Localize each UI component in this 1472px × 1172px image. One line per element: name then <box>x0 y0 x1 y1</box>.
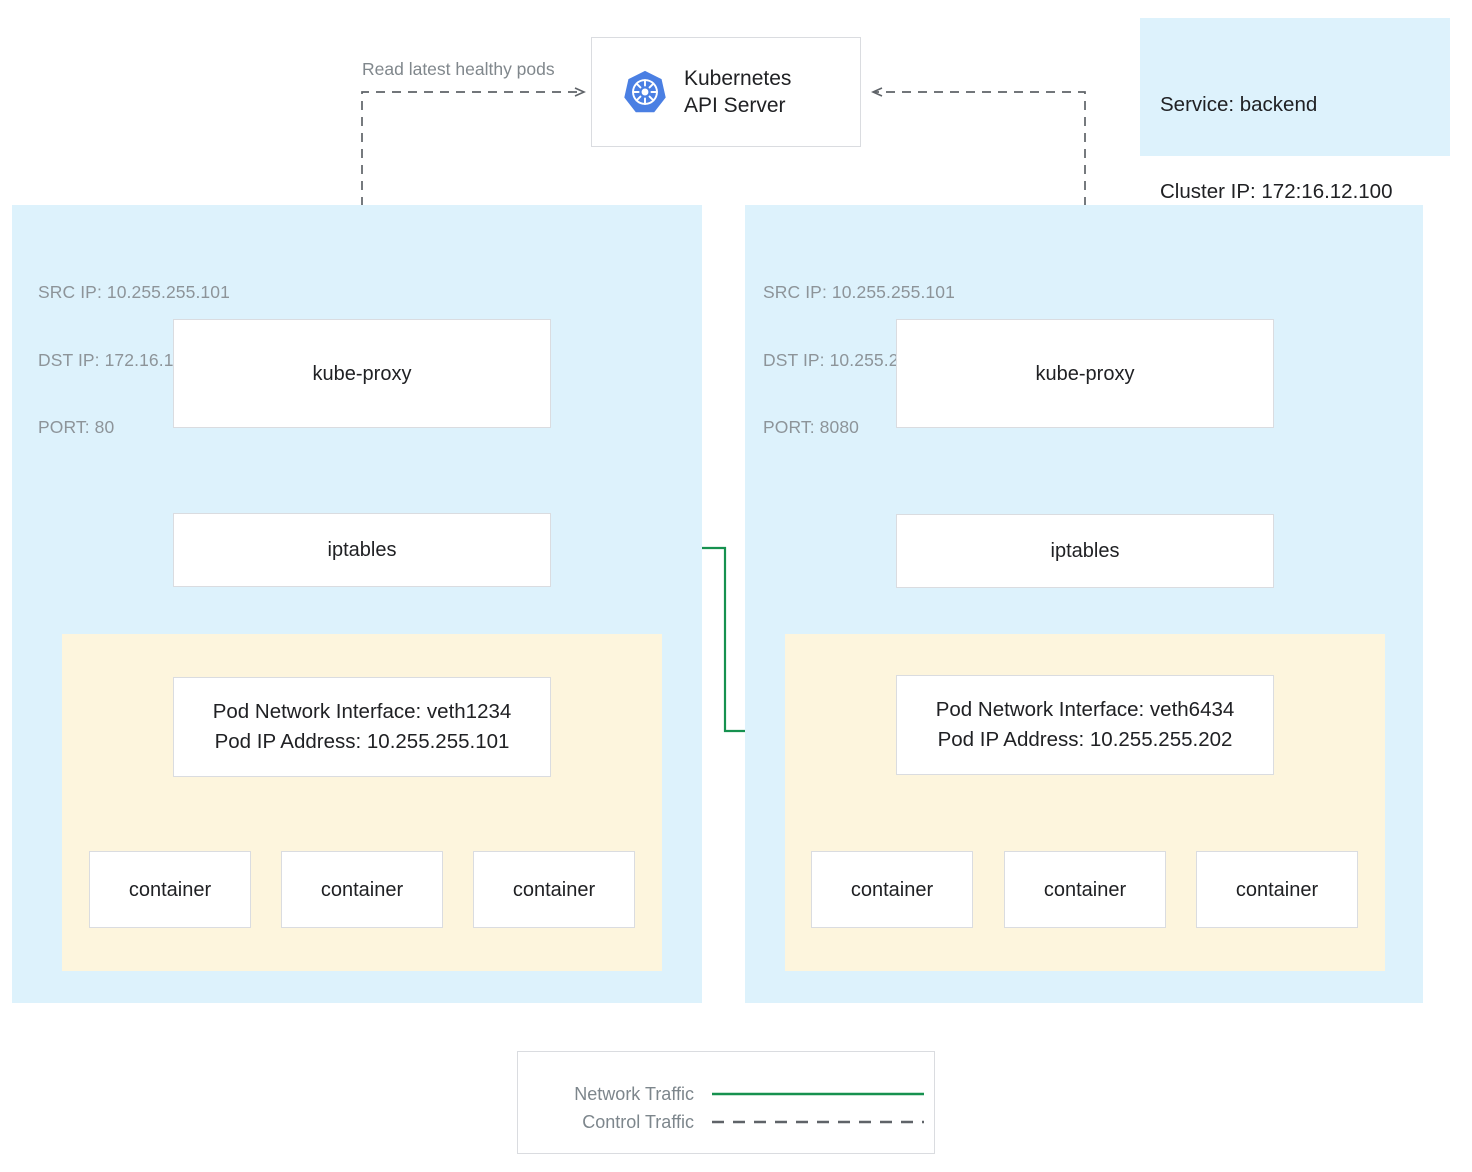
container-box-right-2[interactable]: container <box>1004 851 1166 928</box>
iptables-box-left[interactable]: iptables <box>173 513 551 587</box>
service-info-name: Service: backend <box>1160 93 1318 116</box>
pod-ip-address-right: Pod IP Address: 10.255.255.202 <box>937 728 1233 751</box>
service-info-box: Service: backend Cluster IP: 172:16.12.1… <box>1140 18 1450 377</box>
container-box-left-3[interactable]: container <box>473 851 635 928</box>
iptables-box-right[interactable]: iptables <box>896 514 1274 588</box>
pod-network-interface-box-left[interactable]: Pod Network Interface: veth1234 Pod IP A… <box>173 677 551 777</box>
container-label: container <box>1235 878 1319 901</box>
pod-ip-address-left: Pod IP Address: 10.255.255.101 <box>214 730 510 753</box>
kube-proxy-box-right[interactable]: kube-proxy <box>896 319 1274 428</box>
legend-box: Network Traffic Control Traffic <box>517 1051 935 1154</box>
legend-label-network-traffic: Network Traffic <box>574 1084 694 1104</box>
container-label: container <box>128 878 212 901</box>
kube-proxy-box-left[interactable]: kube-proxy <box>173 319 551 428</box>
legend-row-control-traffic: Control Traffic <box>534 1110 927 1134</box>
container-label: container <box>1043 878 1127 901</box>
pod-network-interface-box-right[interactable]: Pod Network Interface: veth6434 Pod IP A… <box>896 675 1274 775</box>
kubernetes-logo-icon <box>622 69 668 115</box>
node-left-src-ip: SRC IP: 10.255.255.101 <box>38 282 230 302</box>
legend-swatch-control-traffic <box>712 1120 924 1124</box>
iptables-label-left: iptables <box>327 539 397 561</box>
iptables-label-right: iptables <box>1050 540 1120 562</box>
legend-label-control-traffic: Control Traffic <box>582 1112 694 1132</box>
container-box-right-3[interactable]: container <box>1196 851 1358 928</box>
pod-interface-name-right: Pod Network Interface: veth6434 <box>935 698 1235 721</box>
api-server-line-2: API Server <box>684 94 786 117</box>
legend-row-network-traffic: Network Traffic <box>534 1082 927 1106</box>
edge-label-read-latest-healthy-pods: Read latest healthy pods <box>362 59 555 79</box>
container-box-left-1[interactable]: container <box>89 851 251 928</box>
container-label: container <box>512 878 596 901</box>
node-left-port: PORT: 80 <box>38 417 115 437</box>
node-right-port: PORT: 8080 <box>763 417 860 437</box>
kube-proxy-label-left: kube-proxy <box>312 362 412 385</box>
legend-swatch-network-traffic <box>712 1092 924 1096</box>
pod-interface-name-left: Pod Network Interface: veth1234 <box>212 700 512 723</box>
node-left-meta: SRC IP: 10.255.255.101 DST IP: 172.16.12… <box>38 236 230 484</box>
container-box-left-2[interactable]: container <box>281 851 443 928</box>
container-label: container <box>320 878 404 901</box>
node-right-meta: SRC IP: 10.255.255.101 DST IP: 10.255.25… <box>763 236 955 484</box>
container-box-right-1[interactable]: container <box>811 851 973 928</box>
service-info-cluster-ip: Cluster IP: 172:16.12.100 <box>1160 180 1393 203</box>
container-label: container <box>850 878 934 901</box>
kube-proxy-label-right: kube-proxy <box>1035 362 1135 385</box>
node-right-src-ip: SRC IP: 10.255.255.101 <box>763 282 955 302</box>
api-server-line-1: Kubernetes <box>684 67 792 90</box>
